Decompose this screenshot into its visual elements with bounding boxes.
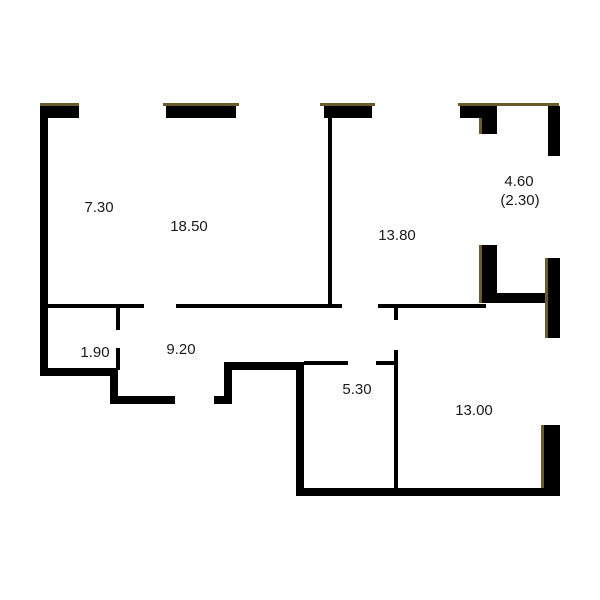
wall <box>166 106 236 118</box>
wall <box>482 293 552 303</box>
wall <box>541 425 544 488</box>
wall <box>116 308 120 330</box>
room-labels: 7.30 18.50 13.80 4.60 (2.30) 1.90 9.20 5… <box>80 173 539 419</box>
wall <box>48 304 144 308</box>
room-area-label: 7.30 <box>84 199 113 216</box>
room-area-label: 9.20 <box>166 341 195 358</box>
wall <box>224 362 304 370</box>
wall <box>40 106 48 376</box>
wall <box>110 396 175 404</box>
wall <box>543 425 560 496</box>
wall <box>545 258 548 338</box>
wall <box>110 368 118 404</box>
wall <box>479 245 482 303</box>
room-area-label: 4.60 <box>504 173 533 190</box>
walls <box>40 103 560 496</box>
wall <box>176 304 342 308</box>
wall <box>482 245 497 303</box>
wall <box>116 348 120 370</box>
wall <box>328 118 332 306</box>
wall <box>548 258 560 338</box>
wall <box>324 106 372 118</box>
room-area-label: 18.50 <box>170 218 208 235</box>
wall <box>479 118 482 134</box>
wall <box>40 106 79 118</box>
room-area-label: 1.90 <box>80 344 109 361</box>
wall <box>296 488 560 496</box>
room-area-label: 13.80 <box>378 227 416 244</box>
wall <box>163 103 239 106</box>
wall <box>40 368 118 376</box>
wall <box>296 362 304 496</box>
wall <box>304 361 348 365</box>
wall <box>378 304 486 308</box>
wall <box>40 103 79 106</box>
room-area-label: 5.30 <box>342 381 371 398</box>
wall <box>320 103 375 106</box>
wall <box>548 106 560 156</box>
wall <box>214 396 232 404</box>
wall <box>482 106 497 134</box>
wall <box>458 103 559 106</box>
room-sub-area-label: (2.30) <box>500 192 539 209</box>
wall <box>224 362 232 404</box>
room-area-label: 13.00 <box>455 402 493 419</box>
wall <box>394 308 398 320</box>
wall <box>376 361 396 365</box>
wall <box>394 350 398 490</box>
